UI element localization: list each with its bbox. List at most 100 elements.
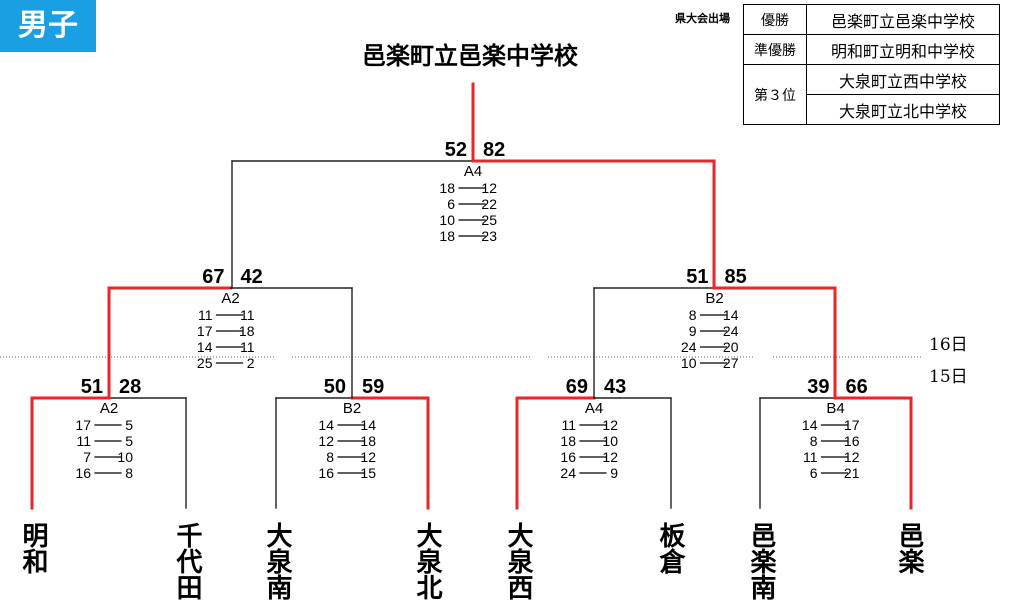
set-score-right: 23 [481,228,497,244]
set-score-right: 27 [723,355,739,371]
set-score-left: 14 [197,339,213,355]
set-score-right: 5 [125,417,133,433]
set-score-right: 18 [239,323,255,339]
set-score-left: 11 [76,433,91,449]
rank-cell: 準優勝 [743,34,807,65]
set-score-right: 21 [844,465,860,481]
set-score-right: 12 [360,449,376,465]
score-left: 69 [566,376,588,398]
set-score-left: 18 [439,180,455,196]
team-label: 大泉西 [503,522,533,600]
team-label: 大泉南 [262,522,292,600]
set-score-right: 17 [844,417,860,433]
set-score-left: 14 [802,417,818,433]
court-label: B2 [343,400,361,417]
set-score-left: 8 [326,449,334,465]
set-score-left: 14 [318,417,334,433]
score-right: 42 [241,266,263,288]
set-score-right: 10 [602,433,618,449]
set-score-right: 12 [602,449,618,465]
set-score-right: 8 [125,465,133,481]
set-score-left: 11 [803,449,818,465]
category-badge: 男子 [0,0,96,52]
set-score-right: 14 [360,417,376,433]
set-score-right: 16 [844,433,860,449]
set-score-left: 12 [318,433,334,449]
team-label: 千代田 [172,522,202,600]
school-cell: 明和町立明和中学校 [806,34,1000,65]
set-score-left: 8 [810,433,818,449]
set-score-left: 8 [689,307,697,323]
team-label: 明和 [18,522,48,574]
set-score-right: 2 [247,355,255,371]
score-left: 50 [324,376,346,398]
set-score-left: 18 [439,228,455,244]
set-score-right: 24 [723,323,739,339]
court-label: B4 [826,400,844,417]
set-score-left: 16 [318,465,334,481]
court-label: A2 [221,290,239,307]
school-cell: 大泉町立北中学校 [806,94,1000,125]
set-score-right: 22 [481,196,497,212]
set-score-left: 16 [560,449,576,465]
court-label: A4 [585,400,603,417]
day-label-lower: 15日 [929,367,968,387]
score-left: 51 [686,266,708,288]
court-label: A2 [100,400,118,417]
day-label-upper: 16日 [929,335,968,355]
score-left: 67 [202,266,224,288]
set-score-left: 11 [561,417,576,433]
set-score-left: 24 [560,465,576,481]
set-score-right: 5 [125,433,133,449]
set-score-left: 7 [83,449,91,465]
set-score-left: 24 [681,339,697,355]
set-score-left: 18 [560,433,576,449]
set-score-right: 12 [481,180,497,196]
score-left: 52 [445,139,467,161]
score-right: 82 [483,139,505,161]
court-label: A4 [464,163,482,180]
results-table: 優勝 邑楽町立邑楽中学校 準優勝 明和町立明和中学校 第３位 大泉町立西中学校 … [743,4,1000,125]
results-row: 準優勝 明和町立明和中学校 [743,34,1000,65]
score-right: 28 [119,376,141,398]
set-score-right: 14 [723,307,739,323]
school-cell: 大泉町立西中学校 [806,64,1000,95]
set-score-left: 10 [681,355,697,371]
score-right: 43 [604,376,626,398]
results-row: 第３位 大泉町立西中学校 [743,64,1000,125]
set-score-right: 11 [240,339,255,355]
set-score-left: 6 [447,196,455,212]
results-row: 大泉町立北中学校 [744,94,1000,125]
set-score-right: 10 [117,449,133,465]
set-score-left: 6 [810,465,818,481]
set-score-right: 20 [723,339,739,355]
team-label: 板倉 [655,522,685,574]
set-score-left: 25 [197,355,213,371]
results-caption: 県大会出場 [675,12,730,25]
set-score-right: 9 [610,465,618,481]
score-left: 51 [81,376,103,398]
score-right: 66 [846,376,868,398]
set-score-left: 17 [197,323,213,339]
score-right: 85 [725,266,747,288]
team-label: 邑楽 [894,522,924,574]
team-label: 邑楽南 [746,522,776,600]
set-score-left: 9 [689,323,697,339]
score-left: 39 [807,376,829,398]
set-score-right: 12 [602,417,618,433]
score-right: 59 [362,376,384,398]
set-score-left: 11 [198,307,213,323]
court-label: B2 [705,290,723,307]
team-label: 大泉北 [412,522,442,600]
rank-cell: 第３位 [743,64,807,125]
set-score-right: 25 [481,212,497,228]
set-score-left: 16 [75,465,91,481]
set-score-right: 18 [360,433,376,449]
set-score-right: 12 [844,449,860,465]
set-score-left: 17 [75,417,91,433]
set-score-right: 11 [240,307,255,323]
champion-title: 邑楽町立邑楽中学校 [362,42,578,70]
set-score-right: 15 [360,465,376,481]
